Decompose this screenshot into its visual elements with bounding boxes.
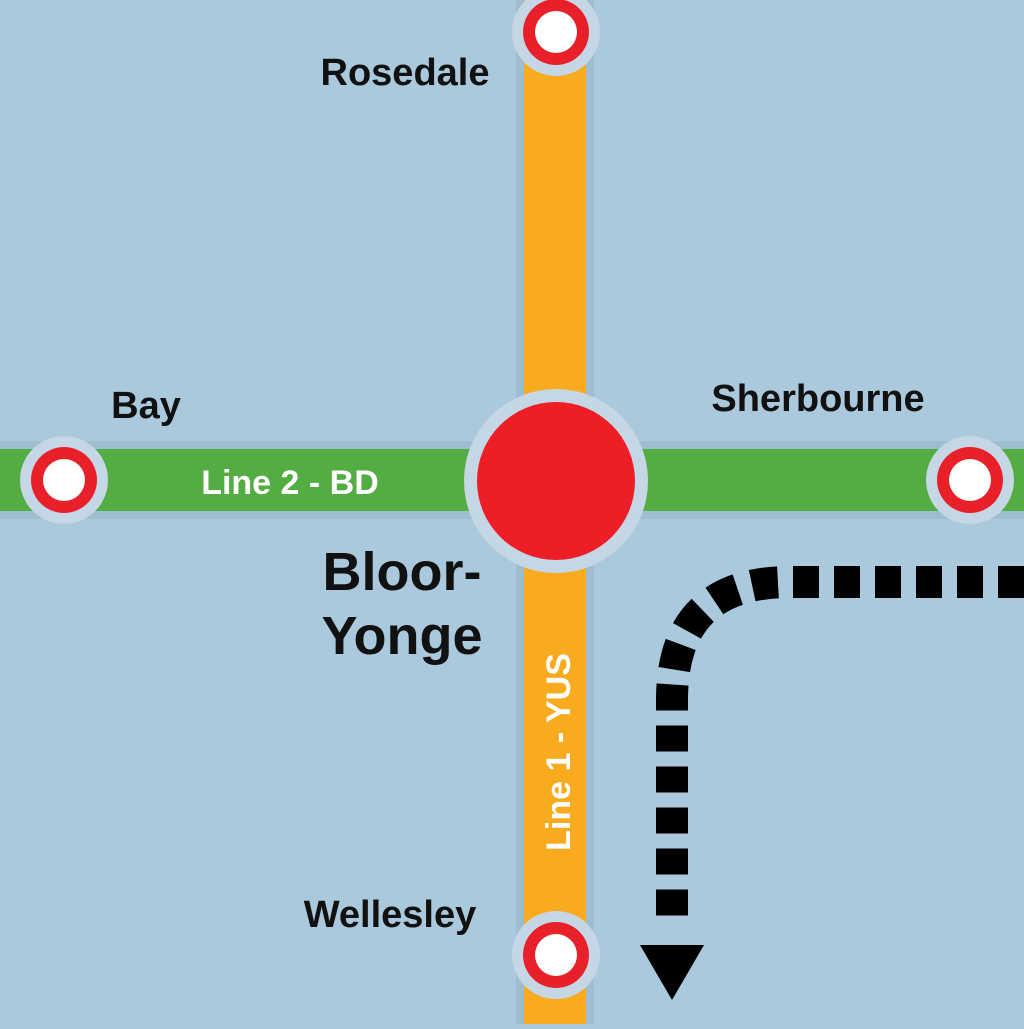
station-label-sherbourne: Sherbourne bbox=[711, 378, 924, 420]
station-label-bay: Bay bbox=[111, 385, 181, 427]
station-sherbourne[interactable] bbox=[926, 436, 1014, 524]
line-2-label: Line 2 - BD bbox=[201, 464, 379, 502]
route-arrow-head bbox=[640, 945, 704, 1000]
station-label-rosedale: Rosedale bbox=[321, 52, 490, 94]
station-bay[interactable] bbox=[20, 436, 108, 524]
station-label-wellesley: Wellesley bbox=[304, 894, 477, 936]
dashed-turn-arrow-down-icon bbox=[640, 566, 1024, 1000]
station-wellesley[interactable] bbox=[512, 911, 600, 999]
station-label-bloor: Bloor- bbox=[323, 542, 482, 602]
station-label-yonge: Yonge bbox=[322, 606, 483, 666]
line-1-label: Line 1 - YUS bbox=[540, 653, 578, 851]
station-bloor-yonge[interactable] bbox=[464, 389, 648, 573]
station-rosedale[interactable] bbox=[512, 0, 600, 76]
route-arrow-path bbox=[656, 566, 1024, 930]
